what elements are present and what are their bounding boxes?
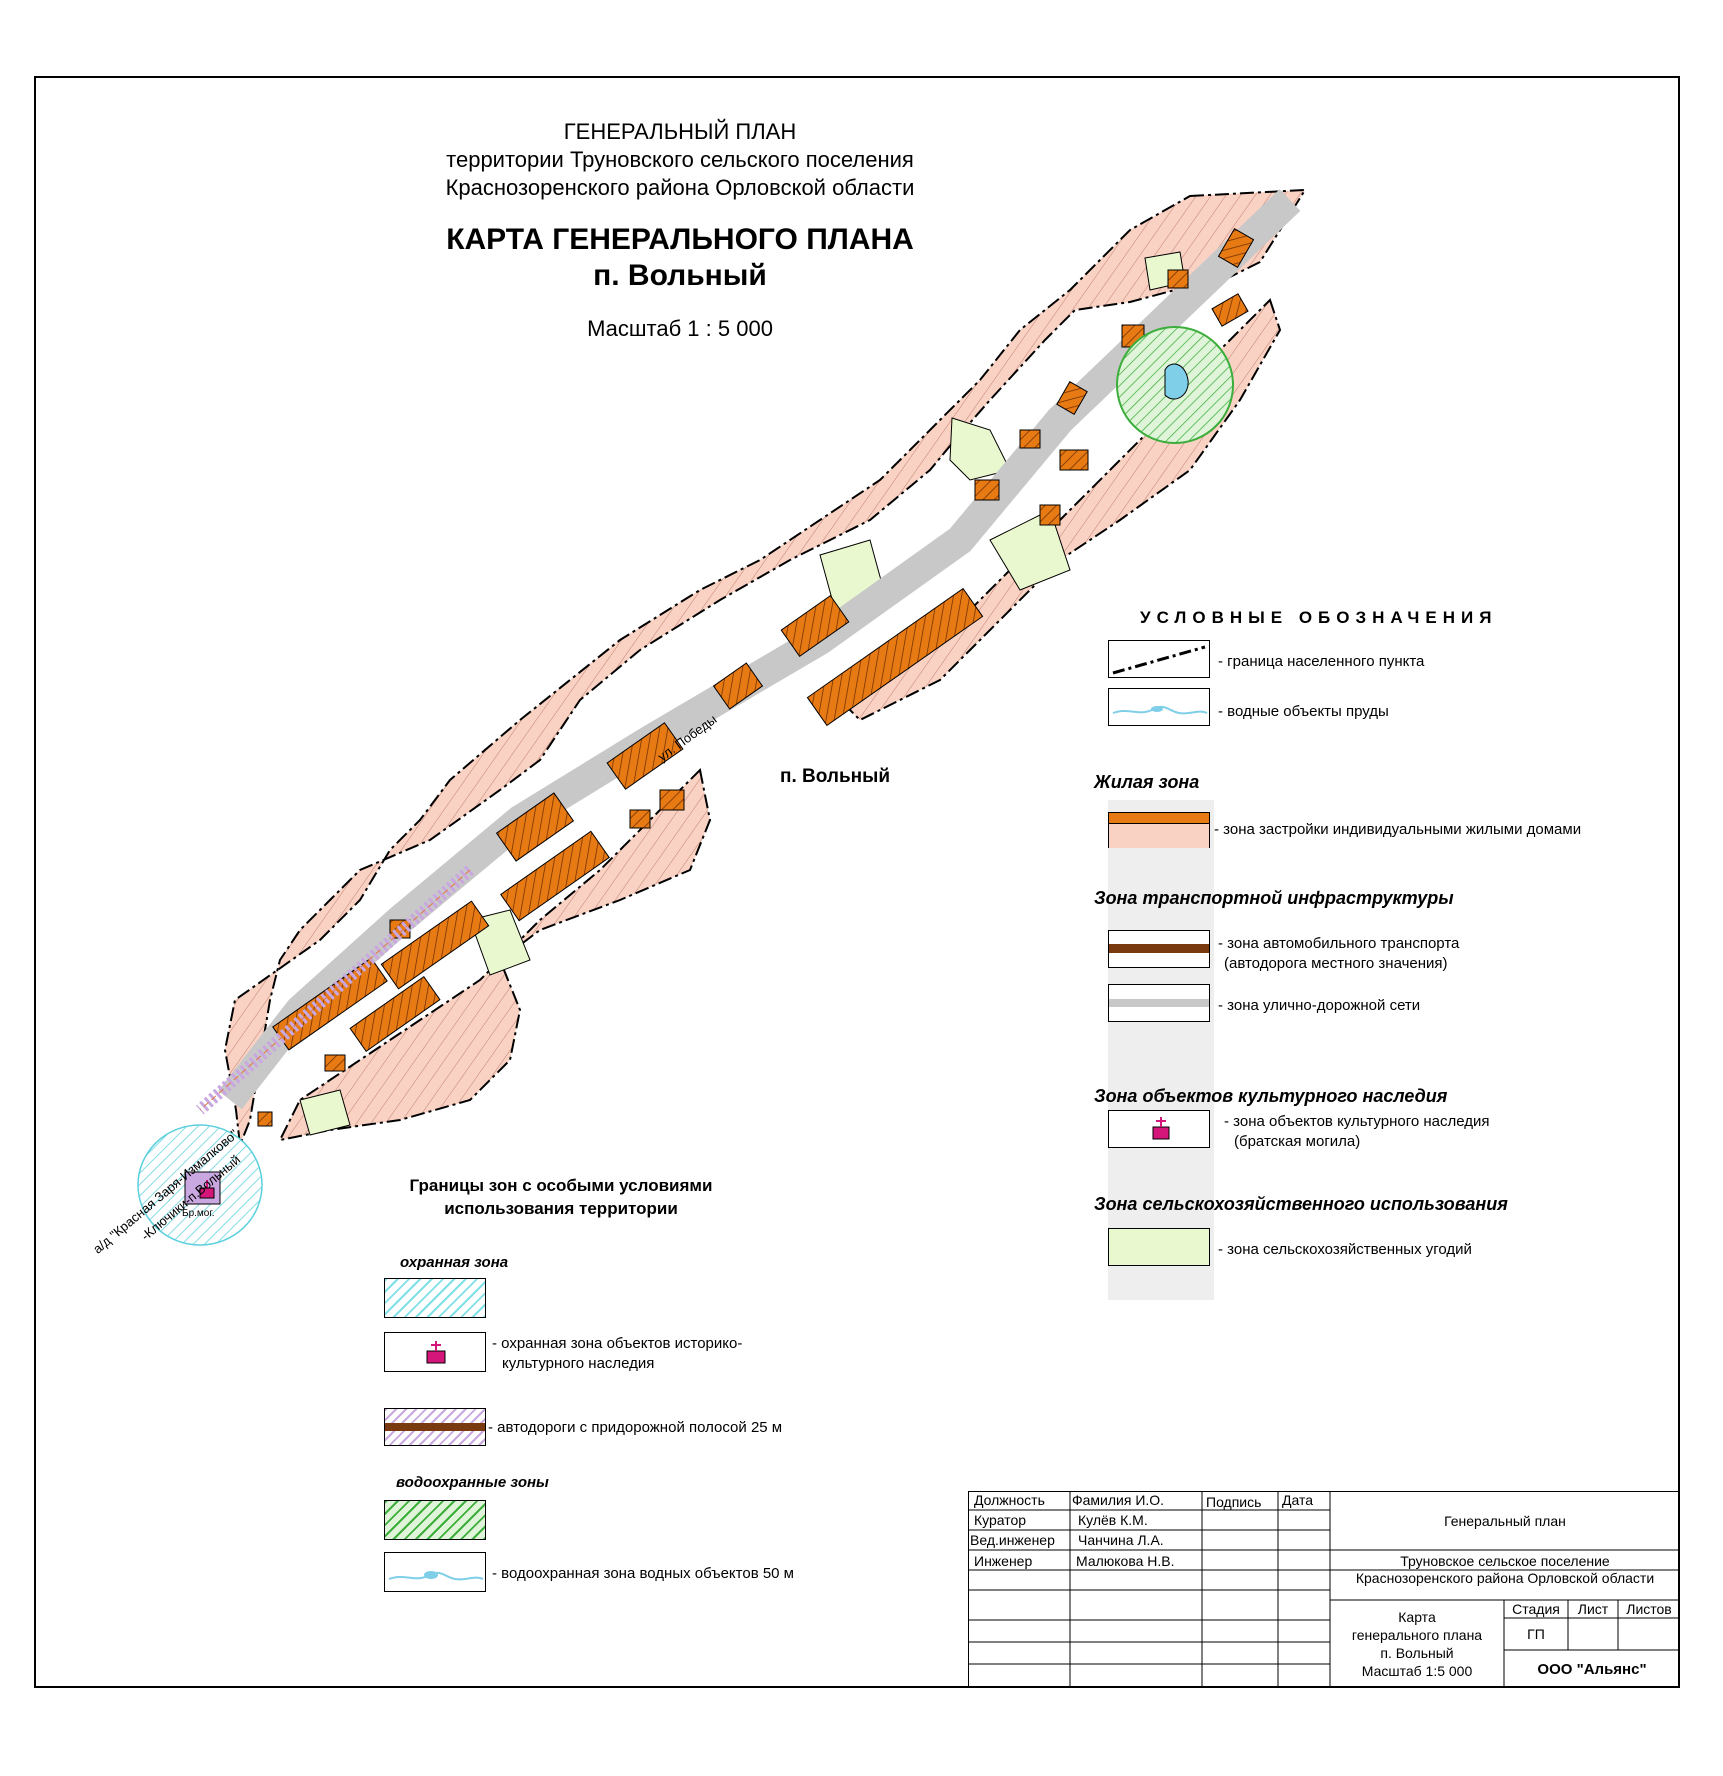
pond [1164,363,1189,400]
stamp-sheet2: генерального плана [1351,1627,1483,1643]
stamp-r1-name: Кулёв К.М. [1078,1512,1148,1528]
water-zones-title: водоохранные зоны [396,1474,549,1491]
stamp-stage: ГП [1527,1626,1545,1642]
stamp-org2: Краснозоренского района Орловской област… [1355,1570,1655,1586]
auto-transport-swatch [1108,930,1210,968]
title-block: Должность Фамилия И.О. Подпись Дата Кура… [968,1491,1680,1688]
stamp-stage-h: Стадия [1512,1601,1560,1617]
map-scale: Масштаб 1 : 5 000 [587,316,773,341]
protect-zone-swatch [384,1278,486,1318]
pond-area [1116,326,1234,444]
header-line2: территории Труновского сельского поселен… [446,147,914,172]
stamp-lists-h: Листов [1626,1601,1672,1617]
stamp-h-pos: Должность [974,1492,1045,1508]
stamp-h-sign: Подпись [1206,1494,1262,1510]
water-swatch [1108,688,1210,726]
legend-transport-title: Зона транспортной инфраструктуры [1094,888,1454,908]
stamp-r2-name: Чанчина Л.А. [1078,1532,1164,1548]
settlement-label: п. Вольный [780,766,891,787]
road-strip-label: - автодороги с придорожной полосой 25 м [488,1419,783,1436]
legend-auto-line2: (автодорога местного значения) [1224,955,1448,972]
legend-street-net: - зона улично-дорожной сети [1218,997,1421,1014]
heritage-swatch [1108,1110,1210,1148]
legend-heritage-title: Зона объектов культурного наследия [1094,1086,1448,1106]
protect-zone-title: охранная зона [400,1254,509,1271]
legend-title: УСЛОВНЫЕ ОБОЗНАЧЕНИЯ [1140,608,1498,627]
hist-zone-line1: - охранная зона объектов историко- [492,1335,743,1352]
legend-agri-item: - зона сельскохозяйственных угодий [1218,1241,1472,1258]
stamp-sheet4: Масштаб 1:5 000 [1361,1663,1473,1679]
map-title-line1: КАРТА ГЕНЕРАЛЬНОГО ПЛАНА [446,223,914,256]
road-protection-strip [196,865,474,1115]
monument-area [137,1124,263,1246]
boundary-swatch [1108,640,1210,678]
stamp-org1: Труновское сельское поселение [1400,1553,1610,1569]
hist-zone-swatch [384,1332,486,1372]
stamp-project: Генеральный план [1444,1513,1566,1529]
legend-heritage-line2: (братская могила) [1234,1133,1361,1150]
zones-title: Границы зон с особыми условиями использо… [386,1174,736,1220]
legend-heritage-line1: - зона объектов культурного наследия [1224,1113,1490,1130]
stamp-h-date: Дата [1282,1492,1314,1508]
legend-boundary: - граница населенного пункта [1218,653,1425,670]
zones-title-line2: использования территории [444,1199,678,1218]
stamp-r2-pos: Вед.инженер [970,1532,1055,1548]
stamp-sheet3: п. Вольный [1380,1645,1454,1661]
stamp-r1-pos: Куратор [974,1512,1027,1528]
legend-auto-line1: - зона автомобильного транспорта [1218,935,1460,952]
stamp-r3-name: Малюкова Н.В. [1076,1553,1175,1569]
legend-residential-item: - зона застройки индивидуальными жилыми … [1214,821,1582,838]
legend-gray-strip [1108,800,1214,1300]
map-title-line2: п. Вольный [593,259,767,292]
water-zone50-swatch [384,1552,486,1592]
header-line3: Краснозоренского района Орловской област… [445,175,915,200]
legend-agri-title: Зона сельскохозяйственного использования [1094,1194,1508,1214]
hist-zone-line2: культурного наследия [502,1355,655,1372]
map-frame [34,76,1680,1688]
stamp-list-h: Лист [1577,1601,1609,1617]
stamp-h-name: Фамилия И.О. [1072,1492,1165,1508]
street-net-swatch [1108,984,1210,1022]
title-block-grid [968,1491,1680,1688]
map-title: КАРТА ГЕНЕРАЛЬНОГО ПЛАНА п. Вольный [380,222,980,294]
stamp-company: ООО "Альянс" [1537,1661,1647,1678]
water-zone50-label: - водоохранная зона водных объектов 50 м [492,1565,794,1582]
header-line1: ГЕНЕРАЛЬНЫЙ ПЛАН [563,119,797,144]
stamp-sheet1: Карта [1398,1609,1436,1625]
monument-label: Бр.мог. [182,1208,215,1219]
zones-title-line1: Границы зон с особыми условиями [409,1176,713,1195]
road-strip-swatch [384,1408,486,1446]
legend-residential-title: Жилая зона [1094,772,1200,792]
agri-swatch [1108,1228,1210,1266]
stamp-r3-pos: Инженер [974,1553,1033,1569]
water-zone-swatch [384,1500,486,1540]
legend-water: - водные объекты пруды [1218,703,1389,720]
plan-header: ГЕНЕРАЛЬНЫЙ ПЛАН территории Труновского … [380,118,980,202]
residential-swatch [1108,812,1210,848]
